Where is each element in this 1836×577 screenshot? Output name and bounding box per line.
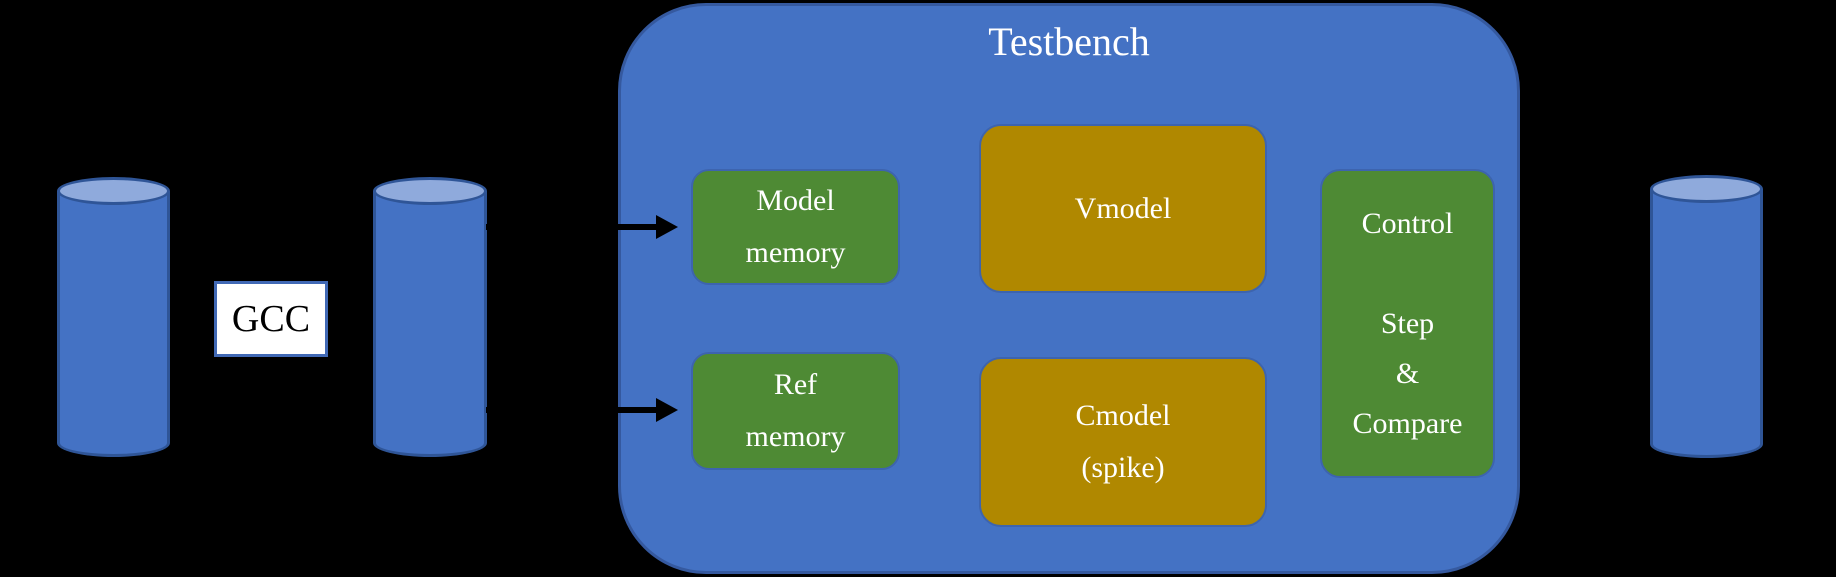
cylinder-top-ellipse	[373, 177, 487, 205]
control-label-line2: Step	[1380, 306, 1435, 340]
arrow-to-model-memory	[486, 215, 678, 239]
model-memory-label-line2: memory	[745, 236, 846, 269]
cylinder-body	[1650, 189, 1763, 458]
model-memory-box: Model memory	[691, 169, 900, 285]
control-label-line1: Control	[1361, 206, 1454, 240]
cylinder-top-ellipse	[1650, 175, 1763, 203]
cmodel-box: Cmodel (spike)	[979, 357, 1267, 527]
vmodel-label: Vmodel	[1074, 191, 1172, 225]
cylinder-body	[373, 191, 487, 457]
control-label-line4: Compare	[1352, 406, 1463, 440]
arrowhead-icon	[656, 398, 678, 422]
cylinder-top-ellipse	[57, 177, 170, 205]
ref-memory-label-line1: Ref	[773, 368, 818, 401]
cylinder-body	[57, 191, 170, 457]
cmodel-label-line2: (spike)	[1081, 451, 1165, 484]
gcc-label: GCC	[231, 298, 311, 340]
arrow-to-ref-memory	[486, 398, 678, 422]
testbench-title: Testbench	[988, 19, 1150, 64]
cmodel-label-line1: Cmodel	[1075, 399, 1171, 432]
ref-memory-box: Ref memory	[691, 352, 900, 470]
gcc-box: GCC	[214, 281, 328, 357]
left-cylinder-2	[373, 177, 487, 457]
model-memory-label-line1: Model	[756, 184, 835, 217]
control-box: Control Step & Compare	[1320, 169, 1495, 478]
control-label-spacer	[1322, 249, 1493, 299]
left-cylinder-1	[57, 177, 170, 457]
vmodel-box: Vmodel	[979, 124, 1267, 293]
ref-memory-label-line2: memory	[745, 420, 846, 453]
arrowhead-icon	[656, 215, 678, 239]
right-cylinder	[1650, 175, 1763, 458]
control-label-line3: &	[1395, 356, 1420, 390]
